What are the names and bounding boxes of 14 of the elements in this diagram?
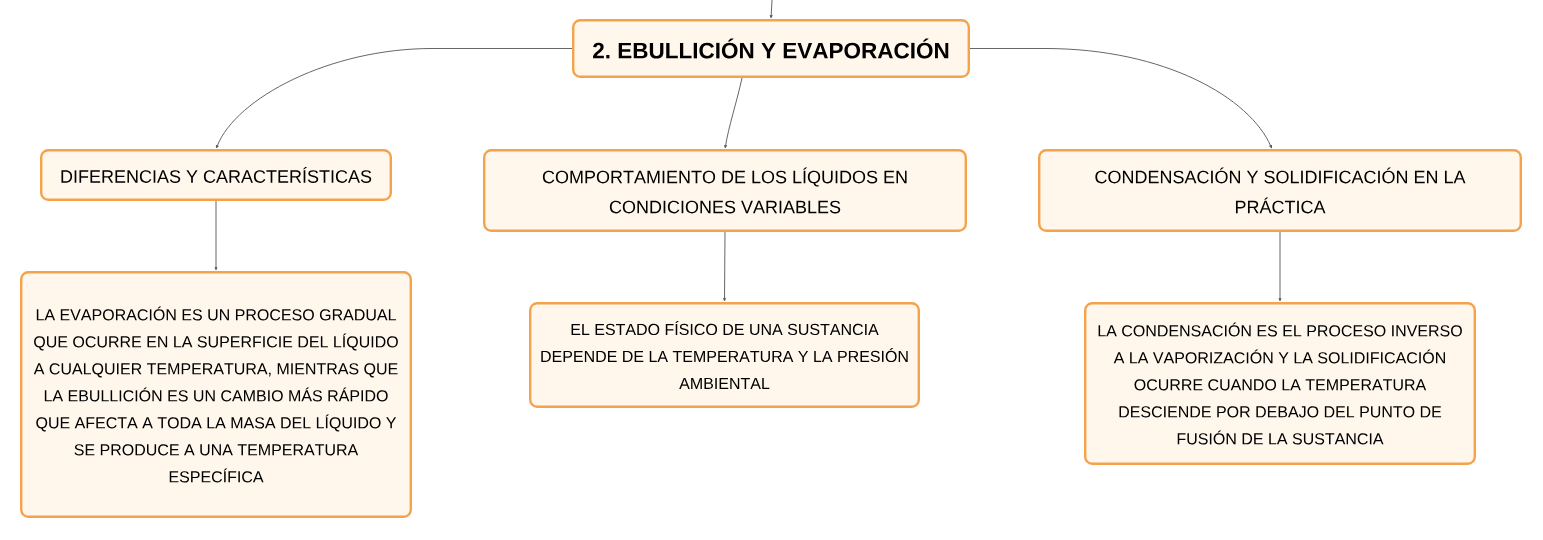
arrow [216, 48, 573, 149]
arrow [214, 200, 218, 271]
note-box: LA CONDENSACIÓN ES EL PROCESO INVERSO A LA VAPORIZACIÓN Y LA SOLIDIFICACIÓN OCURRE CUANDO LA TEMPERATURA DESCIENDE POR DEBAJO DEL PUNTO DE FUSIÓN DE LA SUSTANCIA [1084, 302, 1476, 465]
arrow [1278, 231, 1282, 302]
topic-box: COMPORTAMIENTO DE LOS LÍQUIDOS EN CONDICIONES VARIABLES [483, 149, 967, 232]
arrow [969, 48, 1272, 149]
arrow [724, 77, 743, 149]
arrow [769, 0, 773, 19]
topic-box: CONDENSACIÓN Y SOLIDIFICACIÓN EN LA PRÁCTICA [1038, 149, 1522, 232]
arrow [723, 231, 726, 302]
topic-box: DIFERENCIAS Y CARACTERÍSTICAS [40, 149, 392, 201]
title-box: 2. EBULLICIÓN Y EVAPORACIÓN [572, 19, 970, 78]
note-box: EL ESTADO FÍSICO DE UNA SUSTANCIA DEPENDE DE LA TEMPERATURA Y LA PRESIÓN AMBIENTAL [529, 302, 920, 408]
note-box: LA EVAPORACIÓN ES UN PROCESO GRADUAL QUE OCURRE EN LA SUPERFICIE DEL LÍQUIDO A CUALQUIER TEMPERATURA, MIENTRAS QUE LA EBULLICIÓN ES UN CAMBIO MÁS RÁPIDO QUE AFECTA A TODA LA MASA DEL LÍQUIDO Y SE PRODUCE A UNA TEMPERATURA ESPECÍFICA [20, 271, 412, 518]
